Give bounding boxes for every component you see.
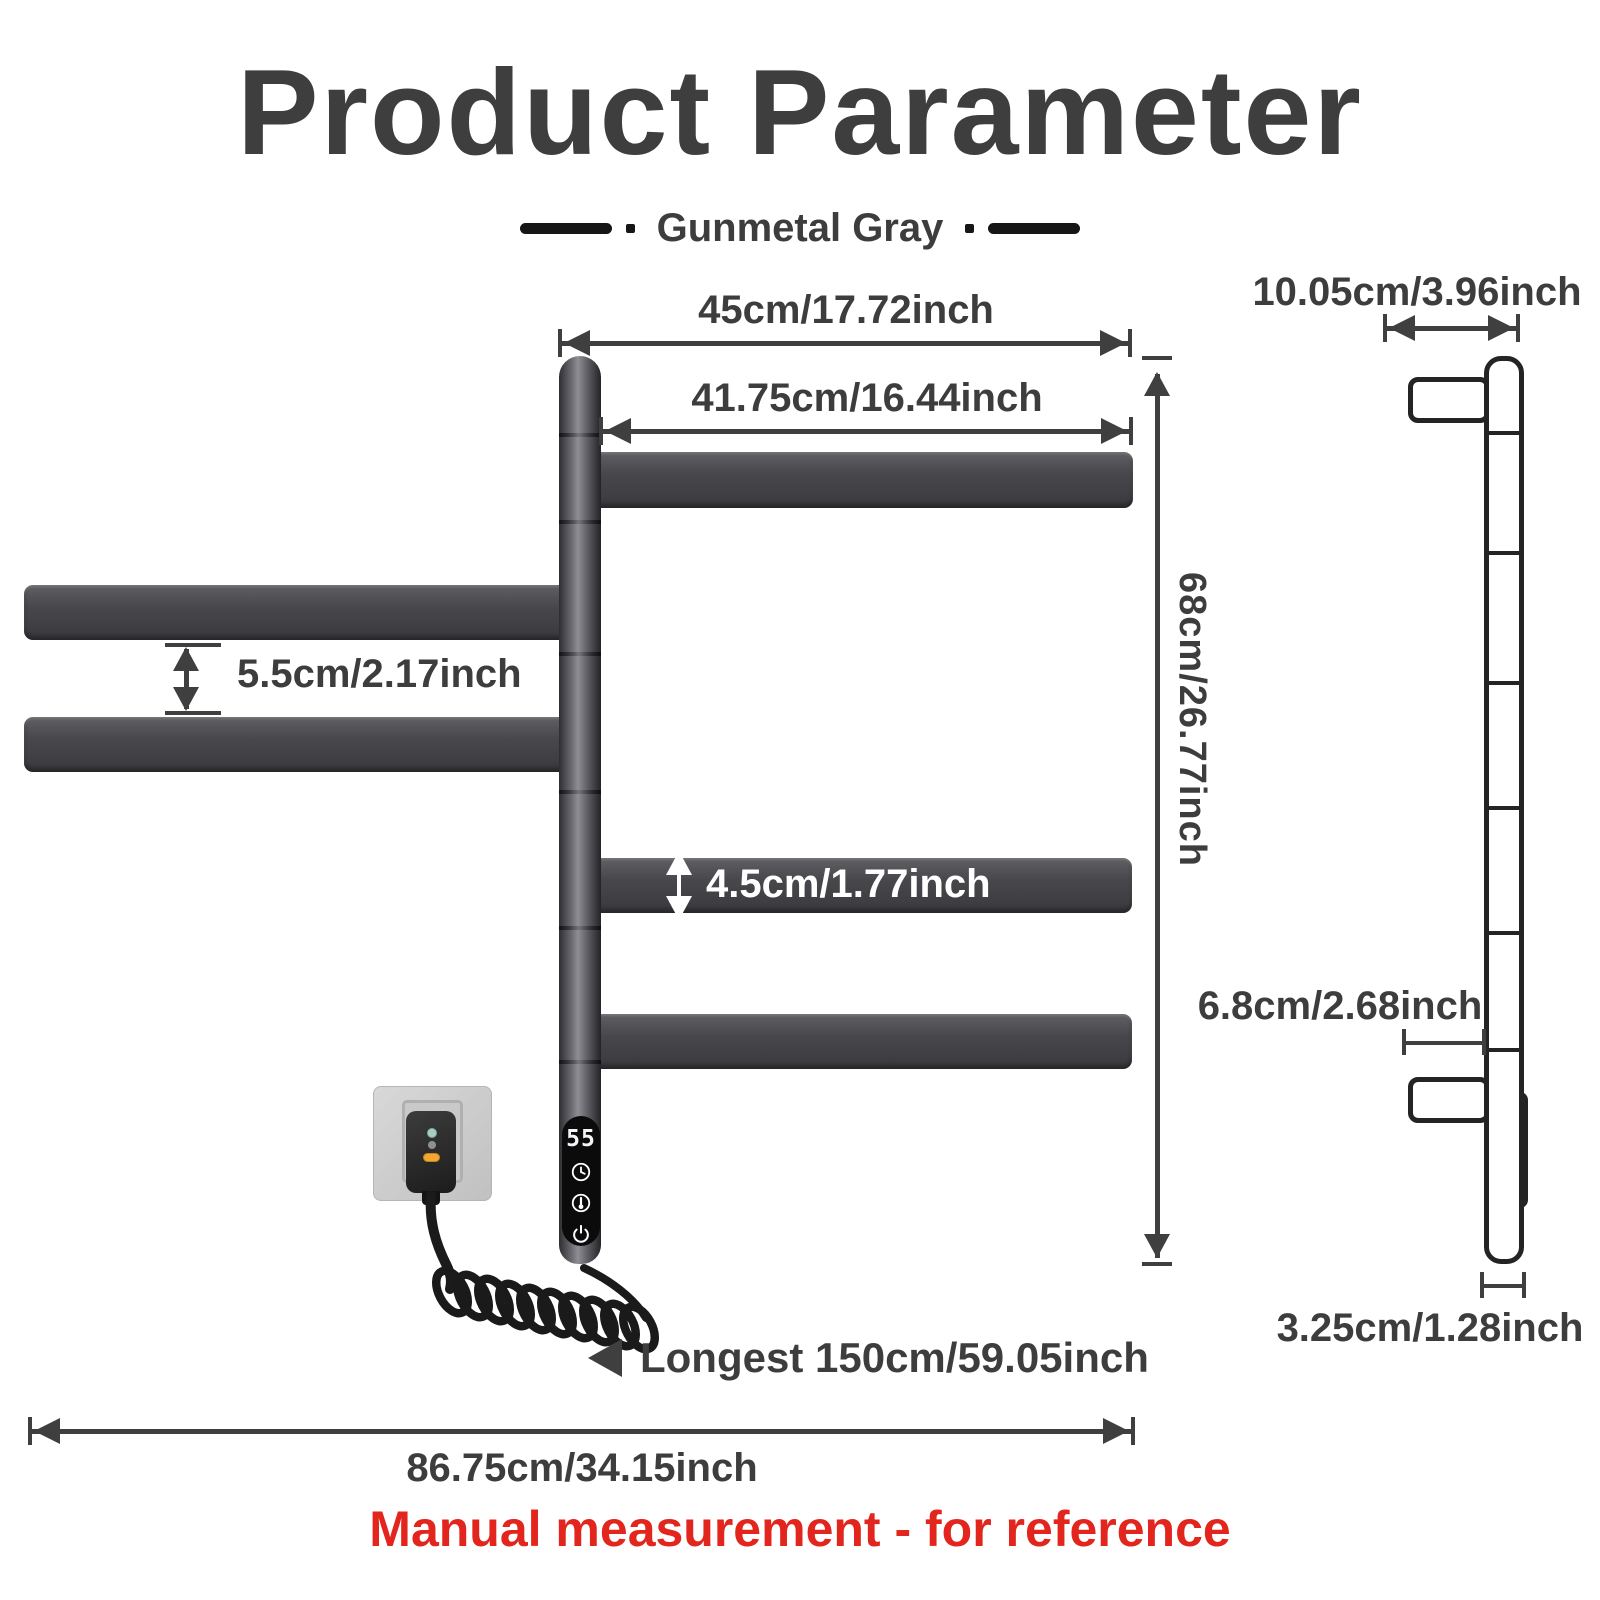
towel-arm-top-right: [597, 452, 1133, 508]
dim-tick: [1142, 356, 1172, 360]
dim-tick: [558, 329, 562, 357]
dim-tick: [1131, 1417, 1135, 1445]
dim-tick: [1522, 1272, 1526, 1298]
measurement-disclaimer: Manual measurement - for reference: [369, 1501, 1231, 1557]
dim-thickness-line: [1482, 1284, 1524, 1288]
dim-tick: [165, 711, 221, 715]
side-view-pole: [1484, 356, 1524, 1264]
subtitle-left-dash: [519, 223, 612, 234]
dim-depth-line: [1387, 326, 1518, 331]
page-title: Product Parameter: [237, 44, 1363, 180]
side-view-joint: [1488, 681, 1520, 685]
arrow-left-icon: [588, 1339, 622, 1377]
pole-joint: [559, 790, 601, 794]
dim-second-arm-label: 41.75cm/16.44inch: [691, 376, 1043, 420]
dim-bracket-height-label: 6.8cm/2.68inch: [1197, 984, 1483, 1028]
pole-joint: [559, 926, 601, 930]
arrow-left-icon: [564, 330, 590, 356]
dim-tick: [1383, 314, 1387, 342]
arrow-right-icon: [1488, 315, 1514, 341]
dim-gap-line: [184, 649, 189, 709]
dim-tick: [1142, 1262, 1172, 1266]
rack-center-pole: [559, 356, 601, 1264]
arrow-down-icon: [666, 896, 692, 920]
pole-joint: [559, 1060, 601, 1064]
dim-tick: [28, 1417, 32, 1445]
dim-bracket-line: [1404, 1041, 1484, 1045]
dim-bar-width-line: [677, 852, 681, 919]
towel-arm-bottom-right: [597, 1014, 1132, 1069]
subtitle-left-dot: [625, 224, 635, 233]
pole-joint: [559, 433, 601, 437]
arrow-up-icon: [666, 851, 692, 875]
side-view-joint: [1488, 931, 1520, 935]
dim-top-arm-label: 45cm/17.72inch: [698, 288, 994, 332]
dim-tick: [1480, 1272, 1484, 1298]
arrow-up-icon: [173, 647, 199, 671]
timer-icon: [571, 1162, 591, 1182]
arrow-up-icon: [1144, 372, 1170, 396]
subtitle-text: Gunmetal Gray: [656, 206, 944, 250]
dim-tick: [599, 417, 603, 445]
dim-gap-label: 5.5cm/2.17inch: [237, 652, 522, 696]
dim-top-arm-line: [562, 341, 1130, 346]
arrow-right-icon: [1101, 418, 1127, 444]
arrow-right-icon: [1100, 330, 1126, 356]
subtitle: Gunmetal Gray: [0, 206, 1600, 251]
arrow-left-icon: [34, 1418, 60, 1444]
side-view-joint: [1488, 806, 1520, 810]
dim-depth-label: 10.05cm/3.96inch: [1252, 270, 1582, 314]
pole-joint: [559, 520, 601, 524]
arrow-right-icon: [1103, 1418, 1129, 1444]
indicator-light-teal: [427, 1128, 437, 1138]
dim-total-width-line: [32, 1429, 1133, 1434]
power-button-orange: [423, 1153, 440, 1162]
dim-tick: [1402, 1029, 1406, 1055]
indicator-light-gray: [428, 1141, 436, 1149]
dim-tick-white: [658, 846, 702, 850]
dim-height-label: 68cm/26.77inch: [1171, 572, 1213, 867]
dim-second-arm-line: [603, 429, 1131, 434]
arrow-left-icon: [1389, 315, 1415, 341]
side-view-joint: [1488, 551, 1520, 555]
power-icon: [573, 1224, 589, 1243]
side-view-joint: [1488, 1048, 1520, 1052]
dim-bar-thickness-label: 3.25cm/1.28inch: [1276, 1306, 1584, 1350]
dim-tick: [1482, 1029, 1486, 1055]
towel-arm-left-lower: [24, 717, 564, 772]
control-panel: 55: [562, 1116, 600, 1246]
subtitle-right-dot: [965, 224, 975, 233]
arrow-down-icon: [1144, 1234, 1170, 1258]
dim-tick: [165, 643, 221, 647]
temperature-display: 55: [566, 1126, 596, 1152]
dim-total-width-label: 86.75cm/34.15inch: [406, 1446, 758, 1490]
dim-bar-width-label: 4.5cm/1.77inch: [706, 862, 991, 906]
side-view-wall-bracket-top: [1408, 377, 1490, 423]
dim-tick-white: [658, 919, 702, 923]
towel-arm-left-upper: [24, 585, 564, 640]
temperature-icon: [571, 1193, 591, 1213]
dim-tick: [1516, 314, 1520, 342]
dim-tick: [1128, 329, 1132, 357]
dim-tick: [1129, 417, 1133, 445]
dim-height-line: [1155, 374, 1160, 1258]
arrow-down-icon: [173, 687, 199, 711]
dim-cable-length-label: Longest 150cm/59.05inch: [640, 1334, 1149, 1381]
arrow-left-icon: [605, 418, 631, 444]
side-view-wall-bracket-bottom: [1408, 1077, 1490, 1123]
pole-joint: [559, 652, 601, 656]
side-view-joint: [1488, 431, 1520, 435]
smart-plug-body: [406, 1111, 456, 1193]
subtitle-right-dash: [988, 223, 1081, 234]
